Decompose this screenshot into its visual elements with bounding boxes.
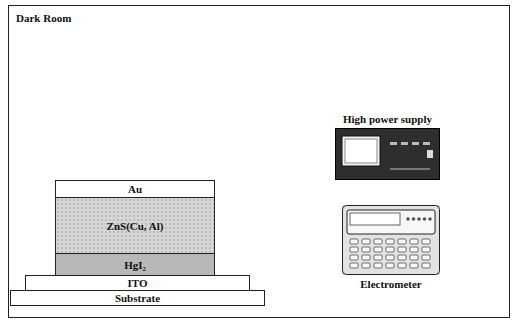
room-frame: AuZnS(Cu, Al) HgI₂ ITO Substrate High power … (8, 5, 510, 318)
power-supply-art (335, 128, 440, 180)
substrate-layer: Substrate (10, 290, 265, 306)
phosphor-layer: ZnS(Cu, Al) (55, 197, 215, 254)
electrometer-art (342, 205, 440, 275)
layer-label: Substrate (115, 292, 160, 304)
electrode-layer: ITO (25, 275, 250, 291)
layer-label: Au (128, 183, 142, 195)
layer-label: HgI₂ (124, 259, 146, 271)
layer-label: ZnS(Cu, Al) (107, 220, 164, 232)
electrometer: Electrometer (342, 205, 440, 275)
device-label: High power supply (343, 113, 432, 125)
room-title: Dark Room (16, 12, 71, 24)
power-supply: High power supply (335, 128, 440, 180)
device-label: Electrometer (360, 278, 421, 290)
photoconductor-layer: HgI₂ (55, 253, 215, 276)
layer-label: ITO (128, 277, 148, 289)
electrode-layer: Au (55, 180, 215, 198)
